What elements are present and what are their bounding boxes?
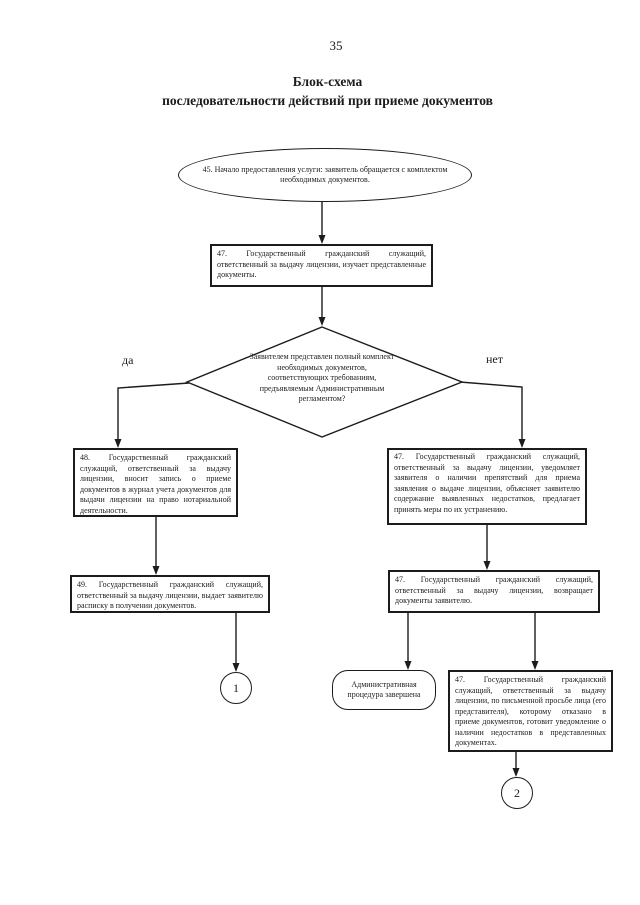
page-title: Блок-схема последовательности действий п… [0, 72, 640, 110]
return-documents-box: 47. Государственный гражданский служащий… [388, 570, 600, 613]
issue-receipt-box: 49. Государственный гражданский служащий… [70, 575, 270, 613]
decision-diamond-shape [185, 326, 464, 438]
procedure-complete-terminator: Административная процедура завершена [332, 670, 436, 710]
page-title-line1: Блок-схема [292, 74, 363, 89]
examine-documents-box: 47. Государственный гражданский служащий… [210, 244, 433, 287]
label-yes: да [122, 353, 134, 367]
notify-obstacles-box: 47. Государственный гражданский служащий… [387, 448, 587, 525]
start-terminator-text: 45. Начало предоставления услуги: заявит… [202, 164, 448, 185]
label-no: нет [486, 352, 503, 366]
arrowhead-icons [114, 235, 539, 777]
decision-diamond-text: Заявителем представлен полный комплект н… [249, 352, 395, 403]
connector-lines [117, 202, 536, 769]
off-page-connector-1: 1 [220, 672, 252, 704]
page-number: 35 [329, 38, 343, 53]
start-terminator: 45. Начало предоставления услуги: заявит… [178, 148, 472, 202]
page-title-line2: последовательности действий при приеме д… [162, 93, 493, 108]
record-entry-box: 48. Государственный гражданский служащий… [73, 448, 238, 517]
off-page-connector-2: 2 [501, 777, 533, 809]
prepare-notice-box: 47. Государственный гражданский служащий… [448, 670, 613, 752]
